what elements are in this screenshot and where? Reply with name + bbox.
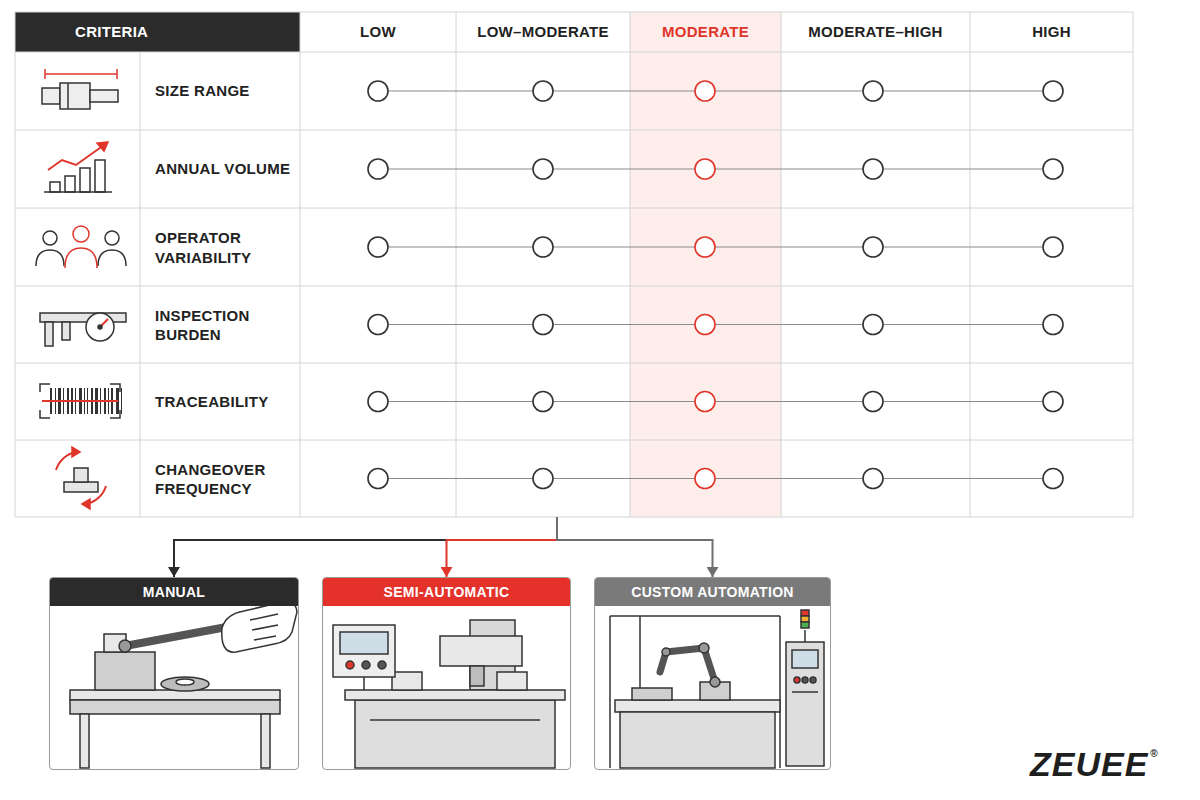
column-header: MODERATE [630, 22, 781, 42]
grid-line [15, 208, 1133, 209]
card-heading: SEMI-AUTOMATIC [323, 578, 570, 606]
semi-automatic-press-illustration [333, 620, 565, 768]
grid-line [1133, 12, 1134, 517]
option-card: MANUAL [49, 577, 299, 770]
scale-marker [1043, 392, 1063, 412]
grid-line [15, 52, 1133, 53]
criterion-label: ANNUAL VOLUME [155, 159, 305, 179]
grid-line [15, 130, 1133, 131]
column-header: MODERATE–HIGH [781, 22, 970, 42]
changeover-icon [56, 447, 106, 509]
selected-marker [695, 315, 715, 335]
scale-marker [368, 469, 388, 489]
scale-marker [368, 237, 388, 257]
scale-marker [863, 469, 883, 489]
grid-line [456, 12, 457, 517]
branch-arrow [447, 517, 558, 577]
operator-icon [36, 226, 126, 268]
scale-marker [533, 469, 553, 489]
custom-automation-illustration [610, 610, 824, 768]
scale-marker [863, 81, 883, 101]
scale-marker [368, 159, 388, 179]
inspection-icon [40, 313, 126, 346]
scale-marker [863, 315, 883, 335]
branch-arrow [174, 517, 557, 577]
column-header: HIGH [970, 22, 1133, 42]
grid-line [15, 12, 1133, 13]
highlight-column [630, 12, 781, 517]
criterion-label: TRACEABILITY [155, 392, 305, 412]
scale-marker [1043, 81, 1063, 101]
scale-marker [368, 392, 388, 412]
scale-marker [533, 81, 553, 101]
grid-line [15, 440, 1133, 441]
grid-line [300, 12, 301, 517]
criterion-label: CHANGEOVER FREQUENCY [155, 459, 280, 498]
grid-line [15, 363, 1133, 364]
scale-marker [1043, 237, 1063, 257]
scale-marker [863, 237, 883, 257]
scale-marker [1043, 469, 1063, 489]
scale-marker [533, 392, 553, 412]
option-card: SEMI-AUTOMATIC [322, 577, 571, 770]
column-header: CRITERIA [75, 22, 275, 42]
criterion-label: SIZE RANGE [155, 81, 305, 101]
scale-marker [368, 315, 388, 335]
scale-marker [1043, 315, 1063, 335]
scale-marker [863, 392, 883, 412]
selected-marker [695, 81, 715, 101]
card-heading: MANUAL [50, 578, 298, 606]
grid-line [140, 52, 141, 517]
scale-marker [368, 81, 388, 101]
grid-line [15, 12, 16, 517]
branch-arrow [557, 517, 713, 577]
registered-mark: ® [1150, 748, 1157, 759]
grid-line [15, 517, 1133, 518]
criteria-table: CRITERIA LOWLOW–MODERATEMODERATEMODERATE–… [15, 12, 1133, 517]
scale-marker [863, 159, 883, 179]
brand-logo: ZEUEE [1030, 745, 1148, 784]
manual-press-illustration [70, 602, 297, 768]
selected-marker [695, 392, 715, 412]
option-card: CUSTOM AUTOMATION [594, 577, 831, 770]
traceability-icon [40, 384, 122, 418]
criterion-label: OPERATOR VARIABILITY [155, 228, 275, 267]
scale-marker [1043, 159, 1063, 179]
scale-marker [533, 237, 553, 257]
size-range-icon [42, 69, 118, 109]
selected-marker [695, 237, 715, 257]
annual-volume-icon [44, 142, 112, 192]
grid-line [15, 286, 1133, 287]
scale-marker [533, 159, 553, 179]
card-heading: CUSTOM AUTOMATION [595, 578, 830, 606]
criterion-label: INSPECTION BURDEN [155, 305, 275, 344]
grid-line [630, 12, 631, 517]
selected-marker [695, 469, 715, 489]
scale-marker [533, 315, 553, 335]
grid-line [970, 12, 971, 517]
column-header: LOW [300, 22, 456, 42]
grid-line [781, 12, 782, 517]
header-cell [15, 12, 300, 52]
selected-marker [695, 159, 715, 179]
column-header: LOW–MODERATE [456, 22, 630, 42]
